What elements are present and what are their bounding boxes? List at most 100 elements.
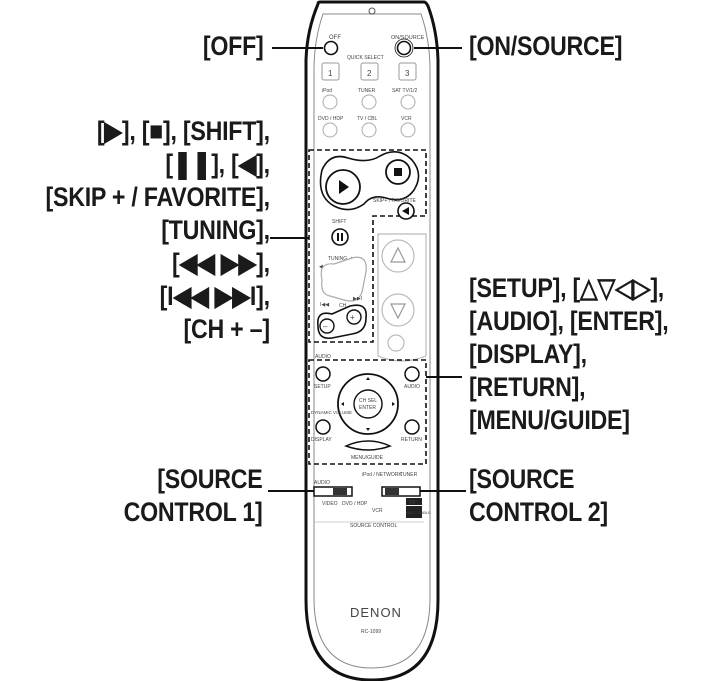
sat-input-button[interactable] <box>400 94 416 110</box>
off-label: OFF <box>329 35 341 41</box>
tuning-label: TUNING <box>328 256 347 262</box>
cursor-up-icon[interactable] <box>366 377 370 380</box>
remote-body-inner <box>313 13 431 669</box>
callout-source-control-2-line-2: CONTROL 2] <box>469 497 608 527</box>
callout-transport-line-7: [CH + –] <box>183 314 271 344</box>
callout-transport-line-1: [▶], [■], [SHIFT], <box>97 116 270 146</box>
callout-navigation-line-3: [DISPLAY], <box>469 339 587 369</box>
audio-top-label: AUDIO <box>315 354 331 360</box>
vcr-switch-label: VCR <box>372 508 383 514</box>
display-label: DISPLAY <box>311 437 332 443</box>
cursor-right-icon[interactable] <box>392 402 395 406</box>
pause-icon-bar-2 <box>341 233 343 241</box>
audio-label: AUDIO <box>404 384 420 390</box>
ch-label: CH <box>339 303 347 309</box>
menu-guide-label: MENU/GUIDE <box>351 455 384 461</box>
on-source-button[interactable] <box>396 40 412 56</box>
callout-transport-line-6: [I◀◀ ▶▶I], <box>159 281 270 311</box>
quick-select-1-button[interactable] <box>321 62 340 81</box>
callout-transport-line-3: [SKIP + / FAVORITE], <box>45 182 271 212</box>
volume-up-button[interactable] <box>381 239 415 273</box>
callout-transport-group: [▶], [■], [SHIFT], [❚❚], [◀], [SKIP + / … <box>45 115 271 346</box>
ipod-label: iPod <box>322 88 332 94</box>
display-button[interactable] <box>315 419 331 435</box>
callout-transport-line-4: [TUNING], <box>161 215 270 245</box>
vcr-input-button[interactable] <box>400 122 416 138</box>
prev-track-label: I◀◀ <box>320 302 329 308</box>
return-label: RETURN <box>401 437 422 443</box>
enter-label: ENTER <box>359 405 376 411</box>
on-source-ring <box>394 38 414 58</box>
volume-rocker <box>377 233 427 362</box>
callout-transport-line-2: [❚❚], [◀], <box>165 149 271 179</box>
ch-minus-symbol: – <box>323 322 328 331</box>
menu-guide-button[interactable] <box>344 440 392 451</box>
off-button[interactable] <box>323 40 339 56</box>
callout-on-source-text: [ON/SOURCE] <box>469 31 623 61</box>
play-icon <box>339 180 349 194</box>
audio-switch-label: AUDIO <box>314 480 330 486</box>
tvcbl-label: TV / CBL <box>357 116 378 122</box>
setup-button[interactable] <box>315 366 331 382</box>
tuner-switch-label: TUNER <box>400 472 418 478</box>
volume-down-button[interactable] <box>381 293 415 327</box>
quick-select-2-button[interactable] <box>360 62 379 81</box>
sat-cable-switch-label: SAT / CABLE <box>407 510 431 515</box>
ch-plus-button[interactable] <box>346 309 362 325</box>
tuner-input-button[interactable] <box>361 94 377 110</box>
video-switch-label: VIDEO <box>322 501 338 507</box>
muting-button[interactable] <box>387 334 405 352</box>
callout-source-control-2-line-1: [SOURCE <box>469 464 575 494</box>
setup-label: SETUP <box>314 384 331 390</box>
quick-select-2-text: 2 <box>367 69 372 78</box>
tuning-rocker[interactable] <box>320 256 367 302</box>
callout-source-control-1: [SOURCE CONTROL 1] <box>124 463 263 529</box>
ch-minus-button[interactable] <box>319 318 335 334</box>
dvd-input-button[interactable] <box>322 122 338 138</box>
callout-transport-line-5: [◀◀ ▶▶], <box>172 248 270 278</box>
volume-down-icon <box>390 303 406 320</box>
callout-source-control-1-line-2: CONTROL 1] <box>124 497 263 527</box>
tuner-label: TUNER <box>358 88 376 94</box>
ipod-input-button[interactable] <box>322 94 338 110</box>
source-control-1-knob[interactable] <box>333 488 347 495</box>
callout-navigation-line-2: [AUDIO], [ENTER], <box>469 306 669 336</box>
callout-navigation-line-4: [RETURN], <box>469 372 586 402</box>
volume-up-icon <box>390 246 406 263</box>
dynamic-volume-label: DYNAMIC VOLUME <box>311 410 352 415</box>
quick-select-label: QUICK SELECT <box>347 55 384 61</box>
quick-select-3-text: 3 <box>405 69 410 78</box>
sat-label: SAT TV/1/2 <box>392 88 418 94</box>
cursor-left-icon[interactable] <box>341 402 344 406</box>
brand-logo: DENON <box>350 605 402 620</box>
tv-switch-label: TV <box>409 500 416 506</box>
cursor-down-icon[interactable] <box>366 428 370 431</box>
enter-button[interactable] <box>353 389 383 419</box>
ch-sel-label: CH SEL <box>359 398 377 404</box>
quick-select-3-button[interactable] <box>398 62 417 81</box>
source-control-2-knob[interactable] <box>385 488 399 495</box>
callout-off: [OFF] <box>202 32 263 61</box>
callout-off-text: [OFF] <box>202 31 263 61</box>
tv-tag <box>406 498 422 505</box>
highlight-box-transport <box>308 149 427 343</box>
source-control-label: SOURCE CONTROL <box>350 523 397 529</box>
audio-button[interactable] <box>404 366 420 382</box>
dvd-label: DVD / HDP <box>318 116 344 122</box>
skip-favorite-label: SKIP+ / FAVORITE <box>373 198 417 204</box>
quick-select-buttons: 1 2 3 <box>321 62 417 81</box>
ch-plus-symbol: + <box>350 313 355 322</box>
return-button[interactable] <box>404 419 420 435</box>
callout-source-control-1-line-1: [SOURCE <box>157 464 264 494</box>
vcr-label: VCR <box>401 116 412 122</box>
skip-back-icon <box>402 207 409 215</box>
callout-navigation-group: [SETUP], [△▽◁▷], [AUDIO], [ENTER], [DISP… <box>469 272 669 437</box>
highlight-box-navigation <box>308 359 427 465</box>
callout-navigation-line-5: [MENU/GUIDE] <box>469 405 630 435</box>
callout-on-source: [ON/SOURCE] <box>469 31 623 61</box>
callout-navigation-line-1: [SETUP], [△▽◁▷], <box>469 273 665 303</box>
shift-pause-button[interactable] <box>331 228 349 246</box>
tvcbl-input-button[interactable] <box>361 122 377 138</box>
